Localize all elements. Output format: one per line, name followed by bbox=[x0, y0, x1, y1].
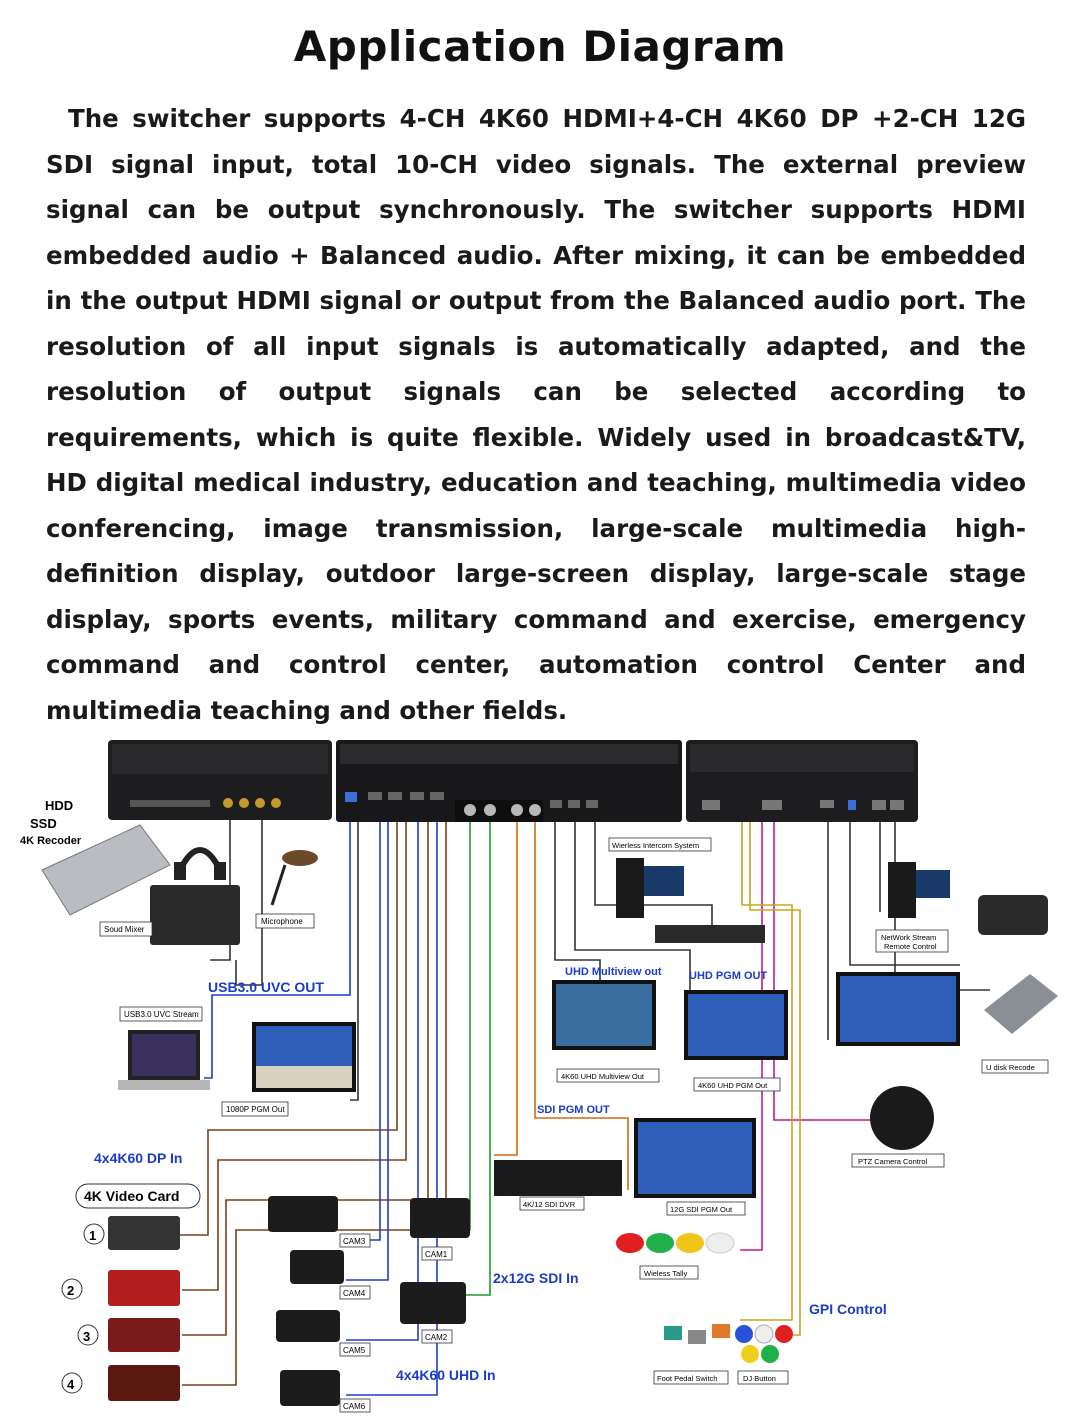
microphone-icon bbox=[270, 850, 318, 906]
label-cam4: CAM4 bbox=[343, 1289, 366, 1298]
diagram-labels: HDD SSD 4K Recoder Soud Mixer Microphone… bbox=[20, 798, 1049, 1413]
label-dj-button: DJ Button bbox=[743, 1374, 776, 1383]
label-cam3: CAM3 bbox=[343, 1237, 366, 1246]
headphones-icon bbox=[174, 847, 226, 880]
label-1080p-pgm: 1080P PGM Out bbox=[226, 1105, 285, 1114]
label-card-3: 3 bbox=[83, 1329, 90, 1344]
label-cam1: CAM1 bbox=[425, 1250, 448, 1259]
sdi-dvr bbox=[494, 1160, 622, 1196]
label-microphone: Microphone bbox=[261, 917, 303, 926]
label-foot-pedal: Foot Pedal Switch bbox=[657, 1374, 717, 1383]
label-pgm-4k: 4K60 UHD PGM Out bbox=[698, 1081, 768, 1090]
label-uhd-pgm-out: UHD PGM OUT bbox=[689, 970, 768, 982]
label-u-disk: U disk Recode bbox=[986, 1063, 1035, 1072]
label-usb-uvc-out: USB3.0 UVC OUT bbox=[208, 979, 324, 995]
label-sdi-pgm-out: SDI PGM OUT bbox=[537, 1104, 610, 1116]
label-ssd: SSD bbox=[30, 816, 57, 831]
label-sdi-in: 2x12G SDI In bbox=[493, 1270, 579, 1286]
label-dp-in: 4x4K60 DP In bbox=[94, 1150, 182, 1166]
label-sdi-pgm-12g: 12G SDI PGM Out bbox=[670, 1205, 733, 1214]
page-title: Application Diagram bbox=[293, 22, 787, 71]
label-sound-mixer: Soud Mixer bbox=[104, 925, 145, 934]
laptop-device bbox=[118, 1030, 210, 1090]
sdi-pgm-monitor bbox=[634, 1118, 756, 1198]
label-hdd: HDD bbox=[45, 798, 73, 813]
u-disk-device bbox=[984, 974, 1058, 1034]
label-ptz: PTZ Camera Control bbox=[858, 1157, 928, 1166]
label-wireless-tally: Wieless Tally bbox=[644, 1269, 687, 1278]
switcher-device bbox=[108, 740, 918, 822]
uhd-pgm-monitor bbox=[684, 990, 788, 1060]
tally-lights bbox=[616, 1232, 735, 1254]
dj-buttons bbox=[735, 1324, 793, 1363]
label-uhd-multiview-out: UHD Multiview out bbox=[565, 966, 662, 978]
label-recorder: 4K Recoder bbox=[20, 835, 82, 847]
video-cards bbox=[108, 1216, 180, 1401]
ptz-controller bbox=[870, 1086, 934, 1150]
hdd-device bbox=[41, 824, 171, 916]
description-paragraph: The switcher supports 4-CH 4K60 HDMI+4-C… bbox=[46, 104, 1026, 725]
label-intercom: Wierless Intercom System bbox=[612, 841, 699, 850]
label-network-stream: NetWork Stream bbox=[881, 933, 936, 942]
tv-display bbox=[836, 972, 960, 1046]
label-cam6: CAM6 bbox=[343, 1402, 366, 1411]
label-usb-uvc-stream: USB3.0 UVC Stream bbox=[124, 1010, 199, 1019]
label-cam2: CAM2 bbox=[425, 1333, 448, 1342]
label-gpi-control: GPI Control bbox=[809, 1301, 887, 1317]
multiview-monitor bbox=[552, 980, 656, 1050]
label-card-2: 2 bbox=[67, 1283, 74, 1298]
cameras bbox=[268, 1196, 470, 1406]
label-uhd-in: 4x4K60 UHD In bbox=[396, 1367, 496, 1383]
monitor-1080p bbox=[252, 1022, 356, 1092]
label-sdi-dvr: 4K/12 SDI DVR bbox=[523, 1200, 576, 1209]
label-cam5: CAM5 bbox=[343, 1346, 366, 1355]
foot-pedals bbox=[664, 1324, 730, 1344]
label-card-1: 1 bbox=[89, 1228, 96, 1243]
intercom-system bbox=[616, 858, 765, 943]
label-remote-control: Remote Control bbox=[884, 942, 937, 951]
label-video-card: 4K Video Card bbox=[84, 1188, 179, 1204]
label-multiview-4k: 4K60 UHD Multiview Out bbox=[561, 1072, 645, 1081]
label-card-4: 4 bbox=[67, 1377, 75, 1392]
sound-mixer-device bbox=[150, 885, 240, 945]
network-stream-pc bbox=[888, 862, 1048, 935]
